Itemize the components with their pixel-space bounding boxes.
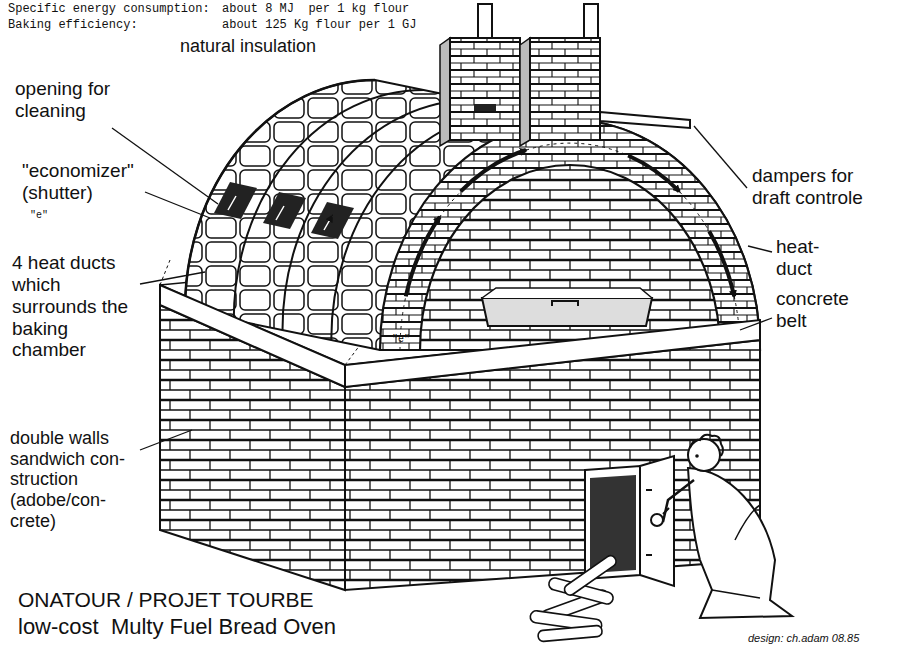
leader-lines	[112, 126, 772, 450]
fire-door	[640, 456, 674, 586]
heat-arrow	[628, 156, 679, 192]
chimney-pipe	[584, 4, 598, 38]
damper-plate	[600, 112, 690, 128]
base-left-wall	[160, 305, 345, 590]
concrete-belt	[345, 320, 760, 387]
part-label: concrete belt	[776, 288, 876, 332]
baker-figure	[663, 435, 792, 618]
part-label: heat- duct	[776, 236, 832, 280]
chimney	[530, 38, 600, 140]
hidden-edge	[160, 260, 360, 365]
heat-arrow	[461, 150, 526, 191]
oven-door	[482, 298, 652, 326]
part-label: 4 heat ducts which surrounds the baking …	[12, 252, 142, 361]
economizer-shutter	[311, 202, 354, 239]
callout-letter: "e"	[392, 334, 410, 346]
chimney	[450, 38, 520, 140]
arch-ring	[380, 120, 760, 350]
callout-letter: "e"	[30, 210, 48, 222]
heat-arrow	[709, 231, 734, 296]
damper-slot	[474, 104, 496, 111]
part-label: dampers for draft controle	[752, 165, 882, 209]
designer-note: design: ch.adam 08.85	[748, 632, 859, 645]
back-arch	[185, 80, 375, 310]
oven-caption: low-cost Multy Fuel Bread Oven	[18, 614, 336, 639]
baking-chamber-wall	[420, 165, 720, 350]
chimney-side	[520, 38, 530, 146]
oven-door-lintel	[482, 288, 652, 298]
heat-arrow	[406, 217, 440, 297]
economizer-shutter	[263, 192, 306, 229]
chimney-side	[440, 38, 450, 146]
economizer-shutter	[214, 182, 257, 219]
chimney-pipe	[478, 4, 492, 38]
part-label: natural insulation	[180, 36, 316, 57]
draft-arrow	[228, 196, 332, 230]
part-label: "economizer" (shutter)	[22, 160, 172, 204]
heat-duct-line	[400, 143, 740, 350]
part-label: double walls sandwich con- struction (ad…	[10, 428, 150, 531]
spec-value: about 8 MJ per 1 kg flour	[222, 3, 409, 17]
spec-text: Baking efficiency:	[8, 19, 138, 33]
part-label: opening for cleaning	[15, 78, 135, 122]
spec-value: about 125 Kg flour per 1 GJ	[222, 19, 416, 33]
door-latch	[651, 514, 663, 526]
door-handle	[552, 301, 578, 306]
concrete-belt	[160, 285, 345, 387]
spec-text: Specific energy consumption:	[8, 3, 210, 17]
oven-title: ONATOUR / PROJET TOURBE	[18, 588, 314, 612]
door-hinge	[646, 490, 669, 555]
firewood	[530, 554, 619, 642]
